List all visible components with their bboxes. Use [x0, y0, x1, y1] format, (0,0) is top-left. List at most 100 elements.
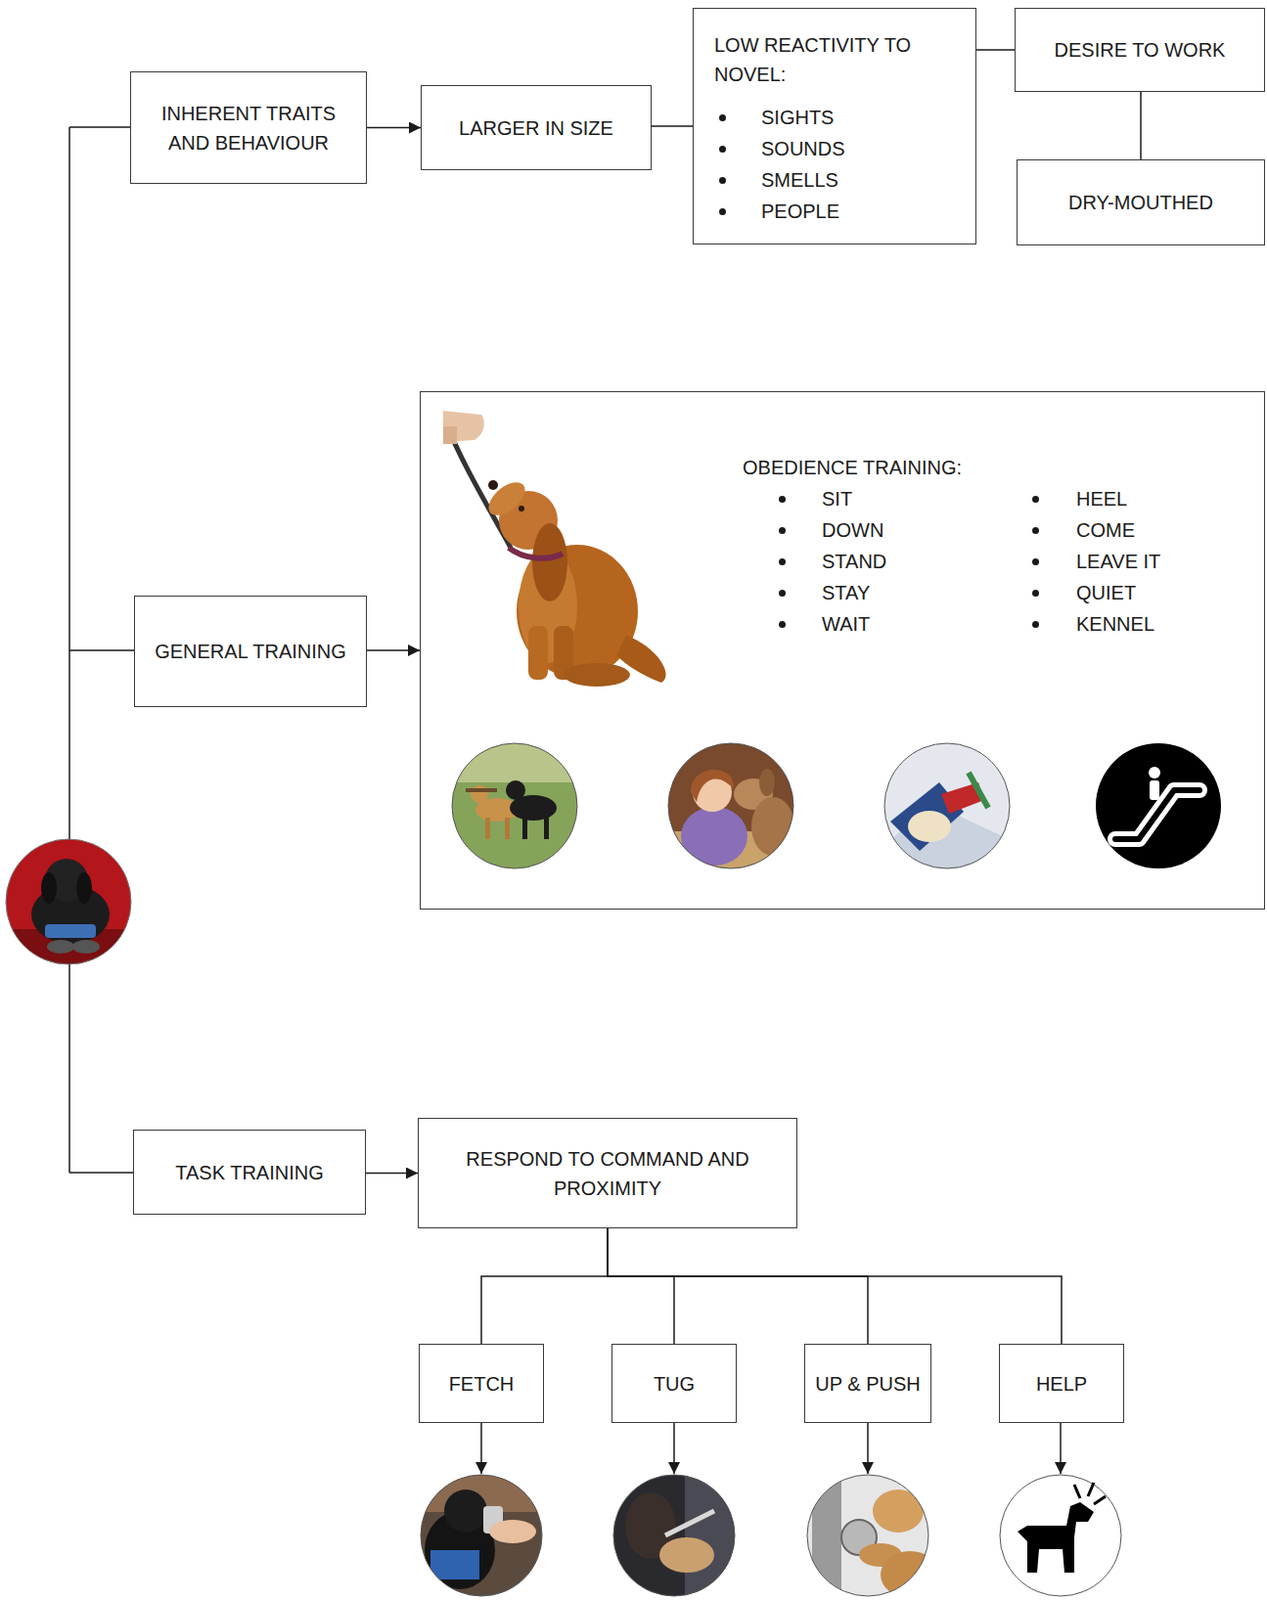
- connector-line: [651, 125, 693, 128]
- bark-icon: [999, 1475, 1122, 1597]
- process-box: INHERENT TRAITS AND BEHAVIOUR: [130, 71, 367, 184]
- photo-ground: [805, 1473, 933, 1600]
- connector-line: [607, 1228, 1062, 1345]
- photo-ring: [884, 743, 1010, 869]
- door-frame: [812, 1473, 842, 1600]
- harness-strap: [968, 772, 989, 809]
- dog-head: [470, 785, 489, 804]
- box-label: TUG: [653, 1369, 695, 1400]
- process-box: TASK TRAINING: [133, 1130, 366, 1216]
- dog-leg: [543, 815, 549, 840]
- dog-body: [751, 797, 795, 857]
- process-box: UP & PUSH: [804, 1344, 932, 1424]
- stick: [465, 788, 498, 793]
- root-photo: [0, 831, 137, 969]
- bullet-dot: [778, 621, 786, 629]
- box-label: INHERENT TRAITS AND BEHAVIOUR: [140, 98, 357, 158]
- fetch-photo: [418, 1473, 546, 1600]
- dog-nose: [488, 480, 498, 491]
- dog-head: [907, 811, 951, 843]
- photo-ground: [418, 1473, 546, 1600]
- push-photo: [805, 1473, 940, 1600]
- dog-ear: [41, 872, 57, 905]
- photo-ground: [0, 831, 137, 969]
- girl-dog-photo: [665, 743, 798, 871]
- list-item: LEAVE IT: [1076, 548, 1161, 575]
- bullet-dot: [778, 589, 786, 597]
- dog-ear: [532, 523, 568, 602]
- dog-leg: [522, 815, 528, 840]
- list-item: KENNEL: [1076, 611, 1155, 637]
- dog-photo: [443, 410, 667, 687]
- dog-vest: [45, 924, 96, 939]
- photo-arrow: [1059, 1423, 1062, 1475]
- list-item: WAIT: [821, 611, 870, 637]
- tug-photo: [611, 1473, 744, 1600]
- process-box: RESPOND TO COMMAND AND PROXIMITY: [417, 1118, 798, 1229]
- connector-arrow: [365, 1173, 418, 1176]
- photo-ground: [880, 743, 1013, 871]
- branch-line: [69, 1172, 134, 1175]
- dog-haunch: [563, 663, 631, 687]
- box-label: HELP: [1036, 1369, 1087, 1400]
- dog-collar: [508, 547, 563, 559]
- dog-paw: [72, 940, 100, 954]
- dog-ear: [76, 872, 92, 905]
- list-item: PEOPLE: [761, 198, 840, 225]
- photo-ring: [668, 743, 794, 869]
- tug-strap: [665, 1511, 715, 1537]
- list-item: DOWN: [821, 517, 884, 543]
- photo-arrow: [480, 1423, 483, 1475]
- list-box: LOW REACTIVITY TO NOVEL:SIGHTSSOUNDSSMEL…: [692, 7, 977, 245]
- tree-line: [69, 127, 135, 1174]
- process-box: TUG: [611, 1344, 737, 1424]
- bullet-dot: [1032, 558, 1040, 566]
- photo-ring: [807, 1475, 929, 1597]
- bullet-dot: [778, 496, 786, 503]
- process-box: HELP: [998, 1344, 1125, 1424]
- dog-eye: [518, 505, 525, 512]
- list-item: HEEL: [1076, 486, 1128, 512]
- box-label: FETCH: [449, 1369, 515, 1400]
- connector-arrow: [366, 649, 420, 652]
- connector-line: [481, 1228, 608, 1345]
- bullet-dot: [1032, 589, 1040, 597]
- dog-silhouette: [1017, 1502, 1094, 1574]
- bullet-dot: [1032, 496, 1040, 503]
- process-box: FETCH: [418, 1344, 544, 1424]
- list-item: STAY: [821, 580, 870, 606]
- list-item: COME: [1076, 517, 1135, 543]
- list-heading: LOW REACTIVITY TO NOVEL:: [714, 30, 964, 90]
- photo-arrow: [673, 1423, 676, 1475]
- girl-hair: [690, 769, 734, 803]
- photo-ground: [665, 743, 798, 871]
- dog-vest: [430, 1550, 480, 1581]
- bullet-dot: [719, 114, 726, 122]
- girl-shirt: [680, 807, 748, 866]
- dog-head: [872, 1490, 924, 1534]
- process-box: DRY-MOUTHED: [1016, 159, 1266, 246]
- connector-line: [607, 1228, 868, 1345]
- list-heading: OBEDIENCE TRAINING:: [742, 454, 962, 481]
- escalator-icon: [1095, 743, 1222, 869]
- list-item: SIGHTS: [761, 104, 834, 131]
- hand: [489, 1520, 537, 1544]
- list-item: SOUNDS: [761, 135, 846, 162]
- box-label: DRY-MOUTHED: [1068, 187, 1214, 218]
- icon-disc: [999, 1475, 1122, 1597]
- dog-leg: [504, 817, 510, 840]
- box-label: DESIRE TO WORK: [1054, 35, 1226, 65]
- connector-line: [607, 1228, 675, 1345]
- photo-arrow: [866, 1423, 869, 1475]
- dog-ear: [759, 769, 775, 797]
- bark-lines: [1074, 1483, 1106, 1505]
- dogs-photo: [450, 743, 580, 871]
- photo-ring: [5, 839, 132, 965]
- list-item: QUIET: [1076, 580, 1136, 606]
- bullet-dot: [778, 527, 786, 535]
- bullet-dot: [778, 558, 786, 566]
- photo-ring: [613, 1475, 735, 1597]
- branch-line: [69, 126, 132, 129]
- dog-snout: [482, 476, 531, 523]
